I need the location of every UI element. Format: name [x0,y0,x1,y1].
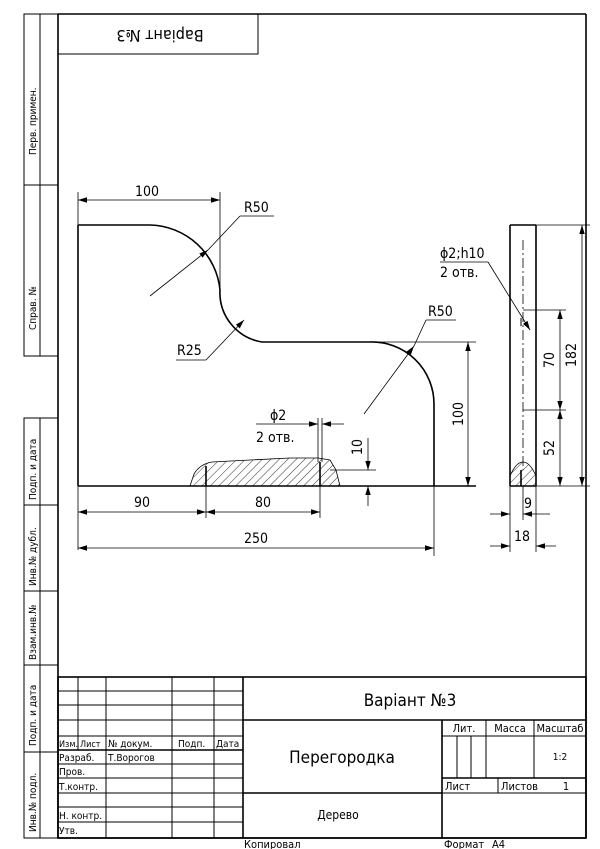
header-lit: Лит. [453,722,476,735]
side-hatched-section [509,461,537,487]
header-listov: Листов [501,780,538,793]
dim-right-height-label: 100 [451,402,467,426]
side-18-label: 18 [514,529,530,545]
dim-overall-250 [78,486,435,556]
footer-format-label: Формат [444,838,484,849]
strip-inv-dubl: Инв.№ дубл. [27,527,39,586]
dim-right-height [370,341,476,486]
side-view-outline [509,224,537,487]
header-massa: Масса [494,722,526,735]
side-9-label: 9 [524,496,532,512]
hatched-section [189,457,341,487]
variant-box-top [57,13,259,55]
leader-r50-right [363,319,456,415]
strip-podp-data-1: Подп. и дата [28,439,39,500]
variant-label-rotated: Варіант №3 [116,26,203,45]
strip-podp-data-2: Подп. и дата [28,685,39,746]
header-podp: Подп. [178,739,205,750]
dim-overall-250-label: 250 [244,531,268,547]
title-block-material: Дерево [317,808,359,822]
dim-90-80 [77,486,321,550]
row-nkontr: Н. контр. [59,811,102,822]
title-block-title: Варіант №3 [364,691,457,711]
header-list: Лист [80,740,101,750]
leader-r25 [176,319,245,361]
header-izm: Изм. [59,740,78,750]
dim-height-10 [330,438,376,506]
leader-side-hole [440,261,531,331]
side-hole-diameter-label: ϕ2;h10 [440,246,485,262]
title-block-part-name: Перегородка [289,748,395,768]
strip-perv-primen: Перв. примен. [28,87,39,155]
side-dims-horizontal [490,486,556,552]
row-razrab: Разраб. [59,752,94,764]
r25-label: R25 [177,343,202,359]
scale-value: 1:2 [553,752,567,763]
side-52-label: 52 [542,440,558,456]
side-70-label: 70 [542,352,558,368]
header-list-sheet: Лист [445,780,470,793]
dim-80-label: 80 [255,495,271,511]
dim-top-width [77,192,221,290]
leader-r50-top [149,215,274,297]
left-side-strip-bottom [23,417,59,839]
dim-top-width-label: 100 [135,184,159,200]
row-prov: Пров. [59,767,85,778]
leader-hole-diameter [256,418,344,462]
side-dims-vertical [523,224,590,487]
row-razrab-name: Т.Ворогов [107,753,155,764]
dim-90-label: 90 [134,495,150,511]
strip-sprav-no: Справ. № [28,286,39,330]
side-182-label: 182 [564,343,580,367]
footer-format-value: А4 [492,838,505,849]
header-data: Дата [216,739,239,750]
row-tkontr: Т.контр. [58,782,98,793]
r50-right-label: R50 [428,304,453,320]
header-masshtab: Масштаб [536,722,583,735]
row-utv: Утв. [59,826,78,837]
sheets-total: 1 [563,780,569,793]
left-side-strip-top [23,13,59,357]
hole-count-label: 2 отв. [256,430,294,446]
hole-diameter-label: ϕ2 [270,408,286,424]
part-outline [77,224,476,487]
strip-vzam-inv: Взам.инв.№ [28,605,39,660]
title-block-grid [57,676,587,839]
footer-copied: Копировал [244,838,301,849]
dim-height-10-label: 10 [350,439,366,455]
side-hole-count-label: 2 отв. [440,265,478,281]
r50-top-label: R50 [244,200,269,216]
header-doc-no: № докум. [108,739,152,750]
strip-inv-podl: Инв.№ подл. [28,773,39,832]
